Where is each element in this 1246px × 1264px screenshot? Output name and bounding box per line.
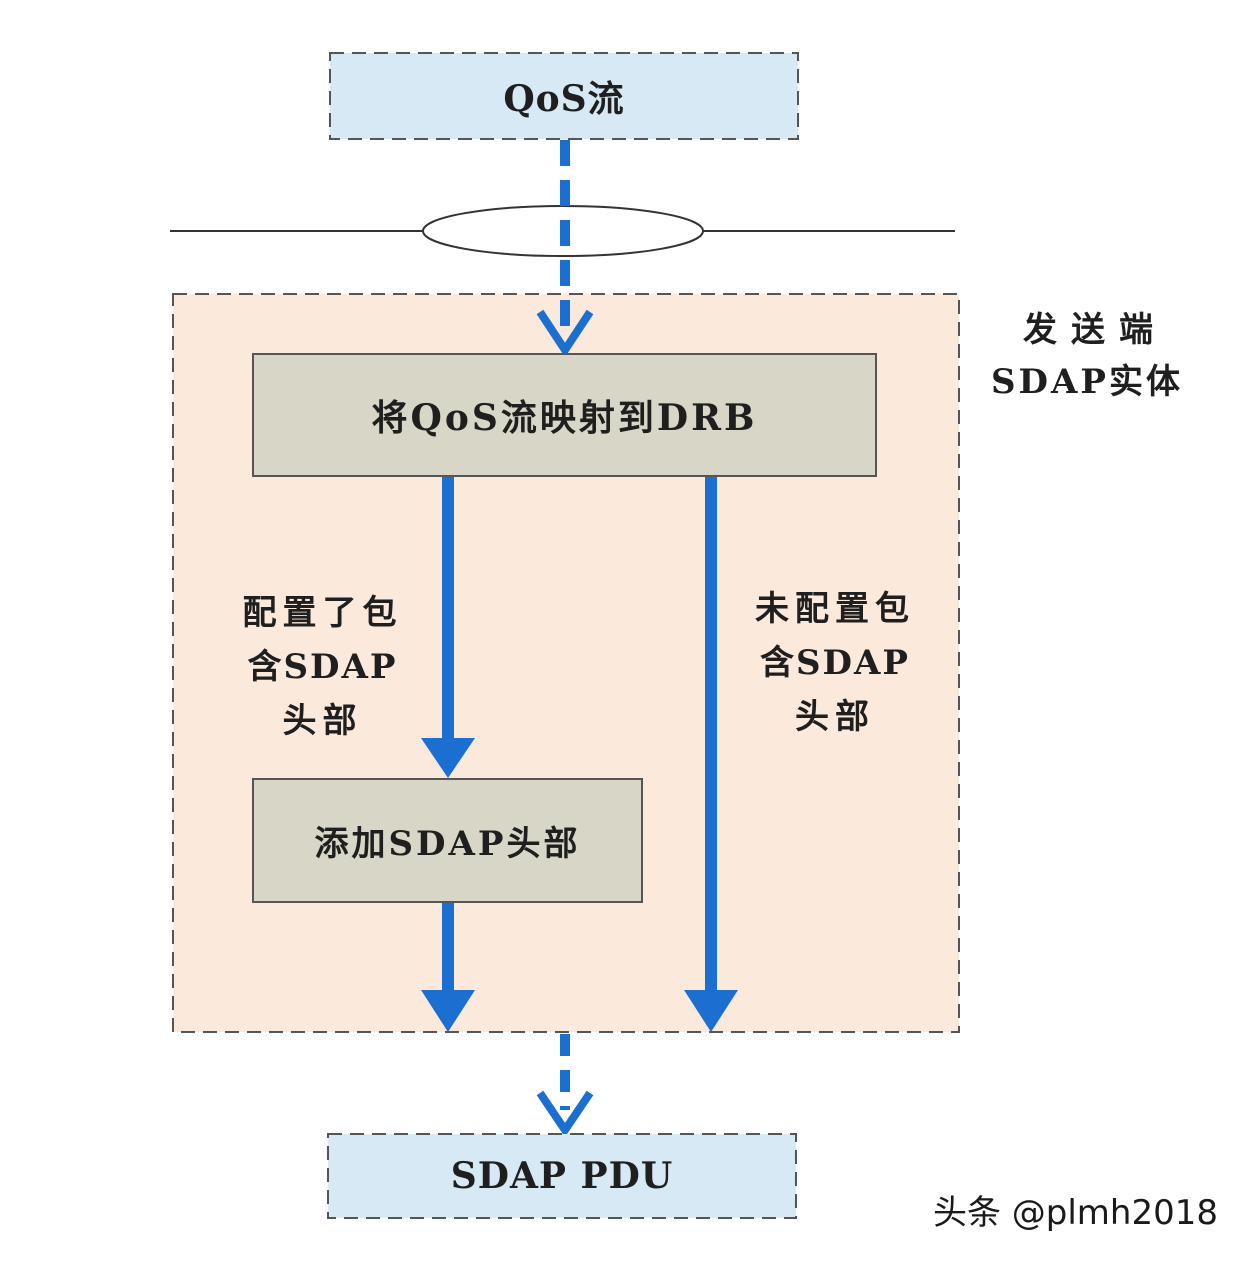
not-configured-line2: 含SDAP	[760, 643, 910, 683]
map-to-drb-label: 将QoS流映射到DRB	[371, 397, 758, 439]
entity-label-line2: SDAP实体	[991, 362, 1183, 402]
not-configured-line3: 头部	[795, 697, 875, 737]
arrow-not-configured-head	[684, 990, 738, 1032]
configured-line2: 含SDAP	[247, 647, 398, 687]
watermark: 头条 @plmh2018	[932, 1193, 1218, 1233]
dashed-arrow-top-head	[536, 309, 594, 358]
sdap-entity-label: 发送端 SDAP实体	[962, 304, 1212, 408]
qos-flow-box	[329, 52, 799, 140]
configured-line1: 配置了包	[242, 593, 403, 633]
dashed-arrow-bottom-head	[536, 1090, 594, 1138]
map-to-drb-box	[252, 353, 877, 477]
qos-flow-label: QoS流	[503, 78, 625, 120]
edge-label-not-configured: 未配置包 含SDAP 头部	[720, 582, 950, 744]
not-configured-line1: 未配置包	[755, 589, 915, 629]
sdap-pdu-box	[327, 1133, 797, 1219]
edge-label-configured: 配置了包 含SDAP 头部	[205, 586, 440, 748]
sdap-pdu-label: SDAP PDU	[450, 1155, 674, 1197]
entity-label-line1: 发送端	[1023, 310, 1167, 350]
arrow-header-out-head	[421, 990, 475, 1032]
configured-line3: 头部	[282, 701, 363, 741]
add-header-box	[252, 778, 643, 903]
add-header-label: 添加SDAP头部	[314, 824, 581, 864]
arrow-configured-head	[421, 738, 475, 778]
